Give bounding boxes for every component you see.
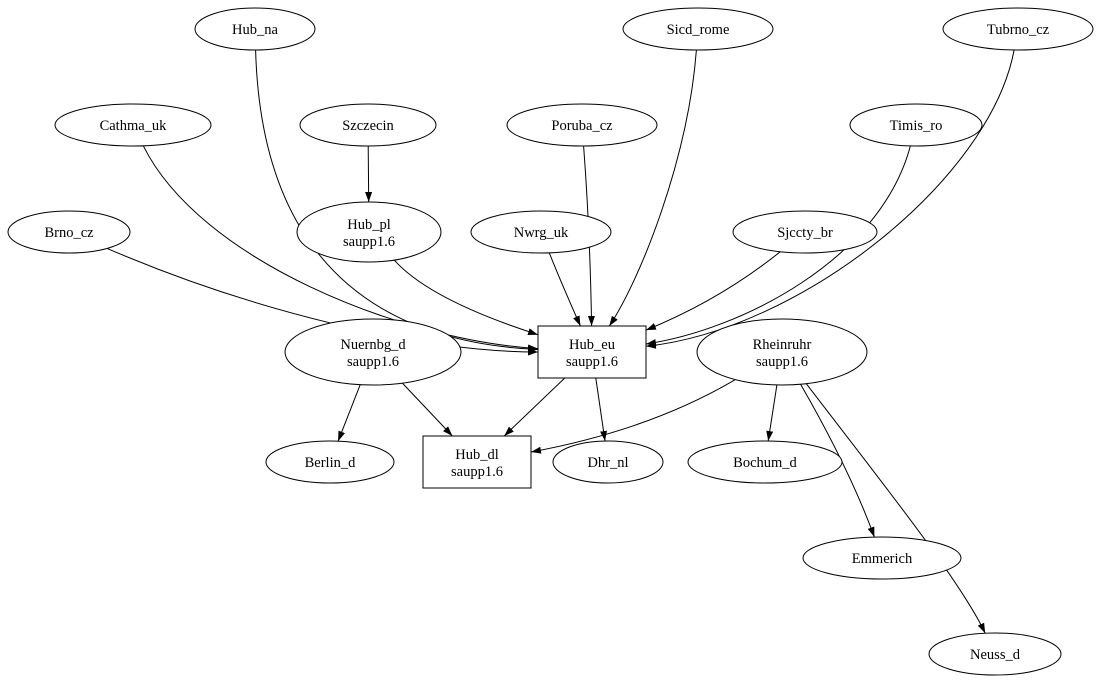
node-label: Bochum_d	[733, 455, 797, 471]
node-shape-box	[422, 435, 532, 489]
edge-Szczecin-Hub_pl	[365, 145, 373, 203]
node-Bochum_d: Bochum_d	[687, 440, 843, 484]
edge-Rheinruhr-Neuss_d	[805, 383, 986, 634]
edge-Hub_eu-Dhr_nl	[595, 377, 608, 442]
node-shape-ellipse	[506, 103, 658, 147]
node-shape-ellipse	[194, 7, 316, 51]
node-label: Hub_na	[232, 22, 278, 38]
node-label: Szczecin	[342, 118, 394, 134]
node-shape-ellipse	[265, 440, 395, 484]
node-Tubrno_cz: Tubrno_cz	[942, 7, 1094, 51]
node-label: Neuss_d	[970, 647, 1021, 663]
node-shape-ellipse	[7, 210, 131, 254]
node-label: Emmerich	[852, 551, 913, 567]
edge-Cathma_uk-Hub_eu	[142, 145, 539, 352]
edge-Sjccty_br-Hub_eu	[645, 251, 781, 331]
node-Dhr_nl: Dhr_nl	[552, 440, 664, 484]
node-shape-ellipse	[552, 440, 664, 484]
edge-Timis_ro-Hub_eu	[645, 145, 911, 346]
edge-Nuernbg_d-Berlin_d	[337, 384, 361, 442]
node-shape-ellipse	[928, 632, 1062, 676]
node-Cathma_uk: Cathma_uk	[54, 103, 212, 147]
node-Sjccty_br: Sjccty_br	[732, 210, 878, 254]
node-Sicd_rome: Sicd_rome	[622, 7, 774, 51]
node-Szczecin: Szczecin	[299, 103, 437, 147]
node-shape-ellipse	[470, 210, 612, 254]
edge-Tubrno_cz-Hub_eu	[645, 49, 1015, 349]
node-Berlin_d: Berlin_d	[265, 440, 395, 484]
edge-Hub_pl-Hub_eu	[393, 259, 539, 336]
edge-Sicd_rome-Hub_eu	[608, 49, 697, 327]
node-Poruba_cz: Poruba_cz	[506, 103, 658, 147]
edge-Nwrg_uk-Hub_eu	[548, 252, 581, 327]
node-Timis_ro: Timis_ro	[849, 103, 983, 147]
node-Brno_cz: Brno_cz	[7, 210, 131, 254]
node-shape-box	[537, 325, 647, 379]
node-label: Dhr_nl	[587, 455, 628, 471]
node-shape-ellipse	[696, 318, 868, 386]
node-Hub_na: Hub_na	[194, 7, 316, 51]
node-label: Sicd_rome	[667, 22, 730, 38]
node-Nwrg_uk: Nwrg_uk	[470, 210, 612, 254]
edge-Rheinruhr-Bochum_d	[766, 384, 778, 442]
node-label: Brno_cz	[44, 225, 94, 241]
edge-Hub_na-Hub_eu	[255, 49, 539, 353]
node-shape-ellipse	[622, 7, 774, 51]
node-label: Cathma_uk	[100, 118, 168, 134]
node-shape-ellipse	[54, 103, 212, 147]
node-label: Tubrno_cz	[987, 22, 1050, 38]
node-Neuss_d: Neuss_d	[928, 632, 1062, 676]
node-shape-ellipse	[849, 103, 983, 147]
node-label: Poruba_cz	[551, 118, 613, 134]
node-label: Berlin_d	[305, 455, 356, 471]
edge-Rheinruhr-Emmerich	[800, 383, 875, 538]
node-shape-ellipse	[296, 201, 442, 263]
edge-layer	[106, 49, 1015, 634]
node-shape-ellipse	[687, 440, 843, 484]
node-label: Nwrg_uk	[514, 225, 569, 241]
node-label: Sjccty_br	[777, 225, 833, 241]
node-shape-ellipse	[299, 103, 437, 147]
edge-Hub_eu-Hub_dl	[503, 377, 566, 437]
node-shape-ellipse	[802, 536, 962, 580]
edge-Rheinruhr-Hub_dl	[530, 379, 736, 454]
node-shape-ellipse	[732, 210, 878, 254]
node-Emmerich: Emmerich	[802, 536, 962, 580]
node-shape-ellipse	[942, 7, 1094, 51]
node-shape-ellipse	[284, 318, 462, 386]
edge-Nuernbg_d-Hub_dl	[402, 382, 453, 437]
node-label: Timis_ro	[890, 118, 943, 134]
